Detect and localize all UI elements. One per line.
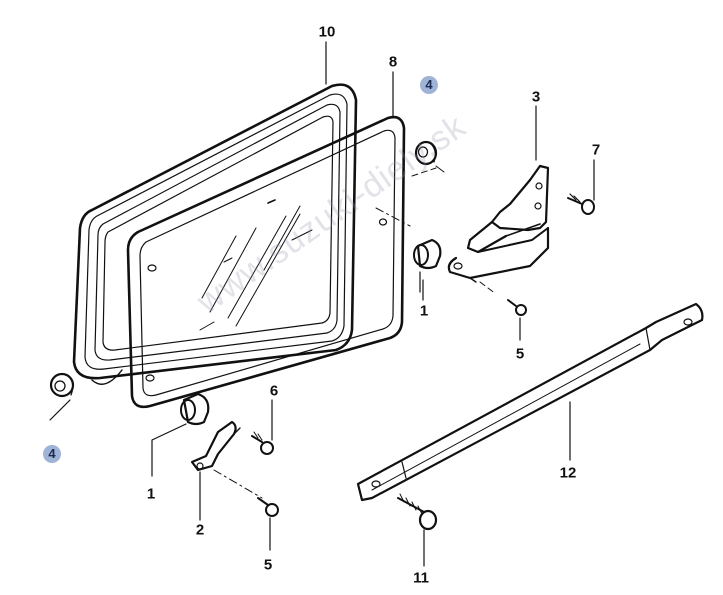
bolt-part-11: [397, 493, 438, 567]
callout-5-bottom: 5: [263, 556, 273, 574]
screw-bottom: [257, 497, 279, 551]
leader-lines: [49, 41, 437, 421]
callout-2: 2: [195, 521, 205, 539]
callout-4-top-badge: 4: [420, 76, 438, 94]
callout-4-bottom: 4: [48, 446, 56, 461]
callout-6: 6: [269, 382, 279, 400]
callout-3: 3: [531, 88, 541, 106]
hinge: [447, 105, 550, 283]
window-glass: [126, 115, 406, 409]
callout-7: 7: [591, 141, 601, 159]
callout-1-right: 1: [419, 302, 429, 320]
callout-4-bottom-badge: 4: [43, 445, 61, 463]
grommet-top: [414, 140, 445, 173]
screw-right: [479, 281, 527, 341]
screw-part-6: [251, 399, 274, 455]
grommet-bottom: [49, 372, 75, 398]
callout-5-right: 5: [515, 345, 525, 363]
callout-1-left: 1: [146, 485, 156, 503]
support-bar: [356, 302, 704, 502]
bushing-right: [413, 238, 442, 293]
callout-12: 12: [559, 464, 577, 482]
callout-8: 8: [388, 53, 398, 71]
callout-11: 11: [413, 569, 429, 587]
callout-4-top: 4: [425, 77, 433, 92]
callout-10: 10: [318, 23, 336, 41]
bolt-part-7: [567, 159, 595, 215]
bracket: [190, 420, 263, 521]
bushing-left: [151, 392, 210, 477]
weatherstrip-frame: [72, 83, 358, 385]
